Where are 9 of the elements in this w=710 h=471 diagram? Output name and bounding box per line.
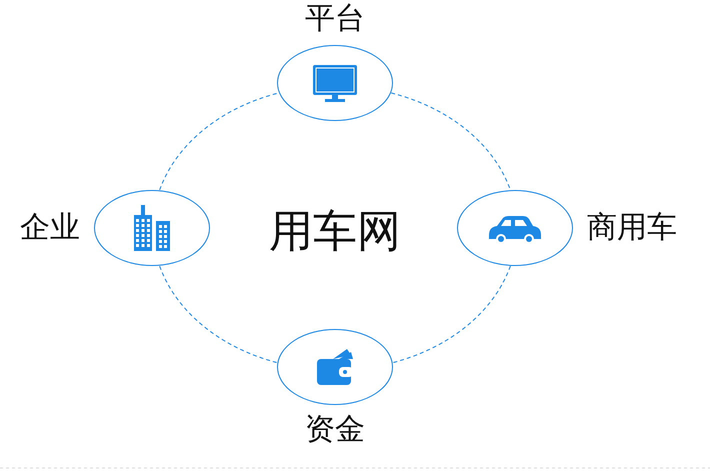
node-label: 资金 [305, 412, 365, 448]
node-label: 平台 [305, 1, 365, 37]
connector-line [390, 92, 511, 190]
connector-line [159, 92, 280, 190]
connector-line [392, 266, 511, 363]
node-label: 企业 [20, 210, 80, 246]
center-title: 用车网 [269, 207, 401, 257]
connector-line [159, 266, 278, 363]
node-label: 商用车 [587, 210, 677, 246]
